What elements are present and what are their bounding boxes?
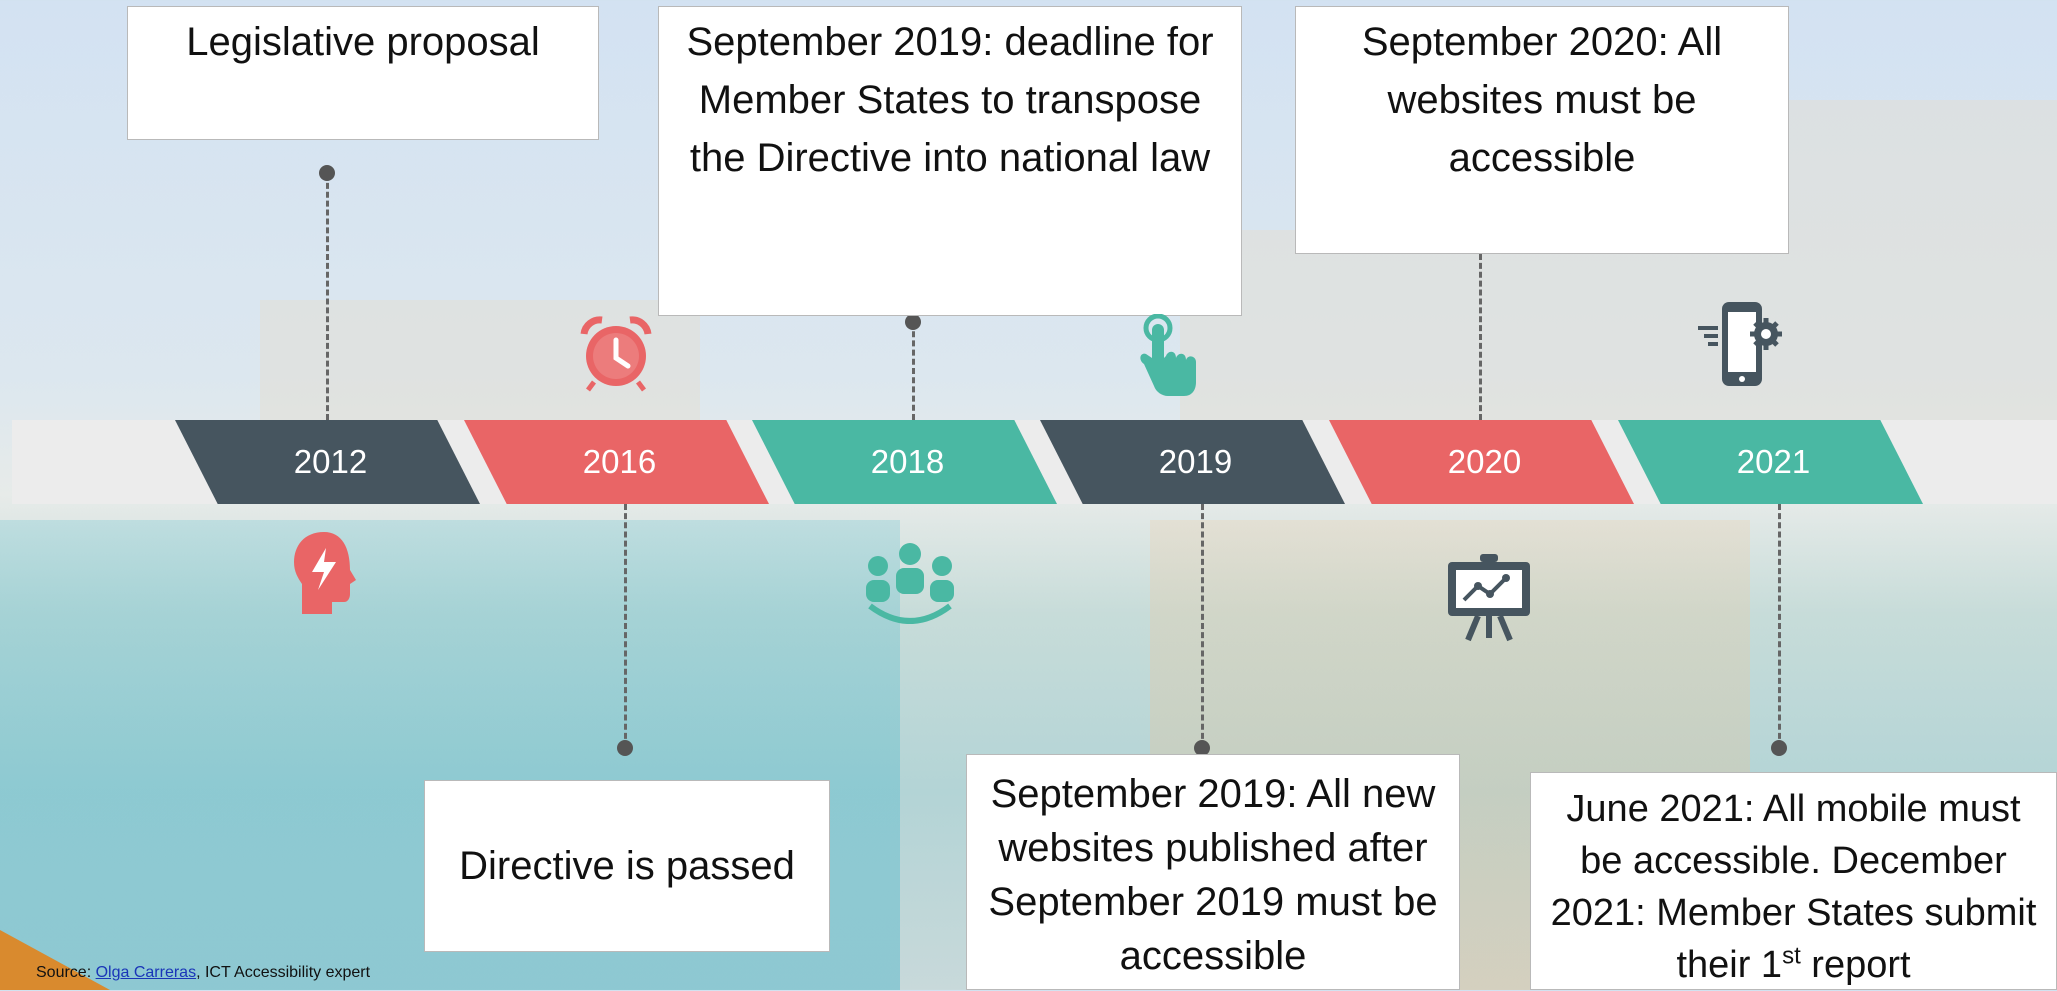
connector-dot-2016 [617, 740, 633, 756]
connector-dot-2018 [905, 314, 921, 330]
year-segment-2018: 2018 [752, 420, 1057, 504]
milestone-box-2021: June 2021: All mobile must be accessible… [1530, 772, 2057, 990]
source-caption: Source: Olga Carreras, ICT Accessibility… [36, 964, 370, 982]
milestone-box-2018: September 2019: deadline for Member Stat… [658, 6, 1242, 316]
year-segment-2021: 2021 [1618, 420, 1923, 504]
milestone-box-2019: September 2019: All new websites publish… [966, 754, 1460, 990]
source-prefix: Source: [36, 964, 96, 981]
milestone-text: September 2019: deadline for Member Stat… [686, 20, 1214, 180]
year-label: 2016 [582, 443, 657, 480]
mobile-settings-icon [1698, 302, 1782, 386]
year-label: 2012 [293, 443, 368, 480]
connector-line-2018 [912, 322, 915, 420]
alarm-clock-icon [580, 316, 652, 392]
connector-dot-2019 [1194, 740, 1210, 756]
milestone-box-2016: Directive is passed [424, 780, 830, 952]
year-segment-2020: 2020 [1329, 420, 1634, 504]
source-suffix: , ICT Accessibility expert [196, 964, 371, 981]
milestone-text: September 2020: All websites must be acc… [1361, 20, 1723, 180]
year-label: 2021 [1736, 443, 1811, 480]
year-label: 2020 [1447, 443, 1522, 480]
milestone-text-tail: report [1800, 944, 1911, 986]
year-segment-2012: 2012 [175, 420, 480, 504]
connector-line-2020 [1479, 254, 1482, 420]
connector-dot-2021 [1771, 740, 1787, 756]
connector-line-2012 [326, 174, 329, 420]
source-author-link[interactable]: Olga Carreras [95, 964, 197, 981]
background-building [1180, 230, 1600, 420]
team-group-icon [866, 543, 954, 624]
hand-pointer-icon [1140, 314, 1196, 396]
head-idea-icon [294, 532, 356, 614]
year-label: 2019 [1158, 443, 1233, 480]
connector-line-2016 [624, 504, 627, 748]
year-label: 2018 [870, 443, 945, 480]
milestone-box-2020: September 2020: All websites must be acc… [1295, 6, 1789, 254]
year-segment-2016: 2016 [464, 420, 769, 504]
milestone-box-2012: Legislative proposal [127, 6, 599, 140]
ordinal-suffix: st [1782, 942, 1801, 970]
milestone-text: September 2019: All new websites publish… [988, 772, 1438, 978]
connector-line-2021 [1778, 504, 1781, 748]
connector-line-2019 [1201, 504, 1204, 748]
presentation-board-icon [1448, 554, 1530, 642]
milestone-text: June 2021: All mobile must be accessible… [1550, 788, 2037, 986]
milestone-text: Directive is passed [459, 844, 795, 888]
connector-dot-2012 [319, 165, 335, 181]
year-segment-2019: 2019 [1040, 420, 1345, 504]
milestone-text: Legislative proposal [186, 20, 540, 64]
